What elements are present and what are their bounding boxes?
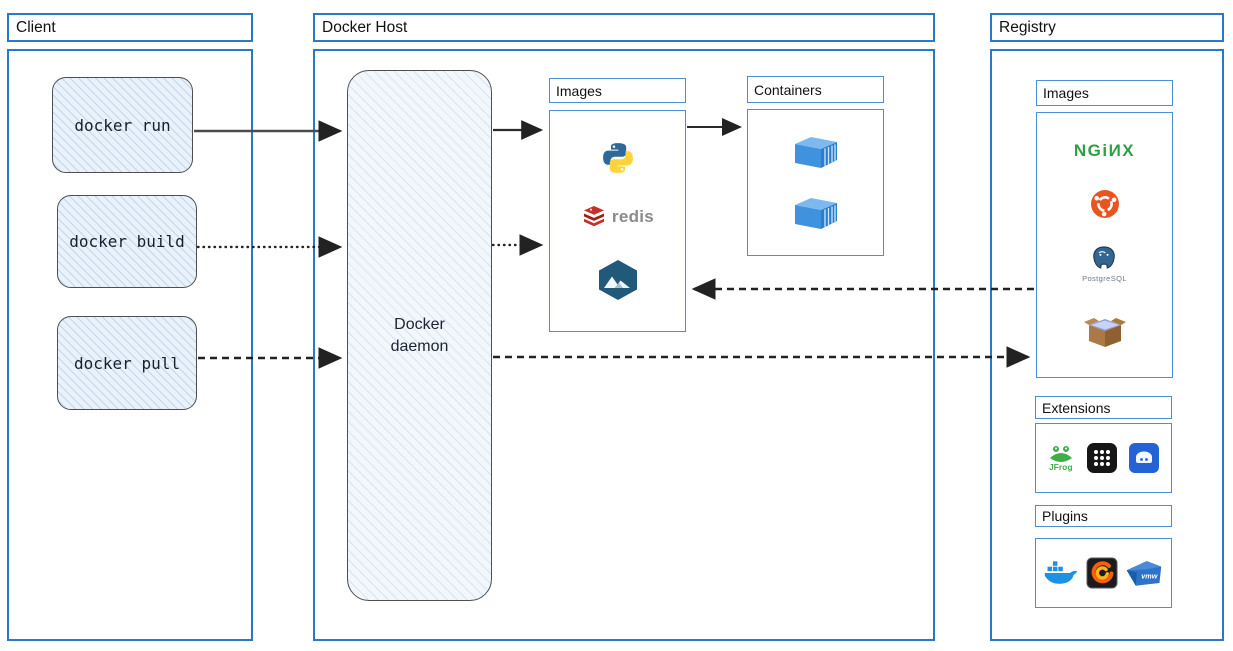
postgresql-icon	[1093, 246, 1116, 270]
nginx-icon: NGiИX	[1073, 140, 1136, 160]
client-title-label: Client	[16, 18, 56, 36]
containers-title: Containers	[747, 76, 884, 103]
containers-body	[747, 109, 884, 256]
python-icon	[602, 143, 633, 173]
vm-app-icon	[1129, 443, 1160, 473]
docker-whale-icon	[1044, 561, 1077, 584]
alpine-icon	[598, 260, 637, 300]
registry-images-label: Images	[1043, 85, 1089, 101]
host-images-title: Images	[549, 78, 686, 103]
redis-text: redis	[611, 207, 655, 226]
docker-pull-label: docker pull	[74, 353, 180, 373]
grafana-icon	[1086, 557, 1117, 589]
docker-build-box: docker build	[57, 195, 197, 288]
docker-daemon-box: Docker daemon	[347, 70, 492, 601]
docker-build-label: docker build	[69, 232, 185, 251]
docker-host-title-label: Docker Host	[322, 18, 408, 36]
client-section-title: Client	[7, 13, 253, 42]
registry-section-title: Registry	[990, 13, 1224, 42]
redis-logo: redis	[581, 205, 654, 229]
host-images-label: Images	[556, 82, 602, 99]
container-icon	[794, 197, 837, 229]
postgresql-text: PostgreSQL	[1082, 274, 1127, 284]
jfrog-icon	[1049, 446, 1072, 463]
ubuntu-icon	[1090, 189, 1119, 218]
postgresql-logo: PostgreSQL	[1082, 246, 1127, 283]
docker-pull-box: docker pull	[57, 316, 197, 410]
docker-run-label: docker run	[74, 115, 171, 135]
plugins-label: Plugins	[1042, 508, 1088, 524]
redis-icon	[583, 206, 604, 227]
extensions-label: Extensions	[1042, 399, 1111, 416]
docker-host-section-title: Docker Host	[313, 13, 935, 42]
vmware-icon: vmw	[1126, 561, 1162, 586]
jfrog-text: JFrog	[1048, 462, 1073, 473]
extensions-body: JFrog	[1035, 423, 1172, 493]
host-images-body: redis	[549, 110, 686, 332]
vmware-text: vmw	[1142, 571, 1160, 580]
containers-label: Containers	[754, 81, 822, 98]
registry-title-label: Registry	[999, 18, 1056, 36]
jfrog-logo: JFrog	[1047, 444, 1075, 472]
busybox-icon	[1083, 318, 1126, 348]
registry-images-body: NGiИX PostgreSQL	[1036, 112, 1173, 378]
registry-images-title: Images	[1036, 80, 1173, 106]
plugins-body: vmw	[1035, 538, 1172, 608]
docker-run-box: docker run	[52, 77, 193, 173]
app-grid-icon	[1086, 443, 1117, 473]
extensions-title: Extensions	[1035, 396, 1172, 419]
plugins-title: Plugins	[1035, 505, 1172, 527]
docker-daemon-label: Docker daemon	[390, 315, 449, 355]
container-icon	[794, 137, 837, 169]
